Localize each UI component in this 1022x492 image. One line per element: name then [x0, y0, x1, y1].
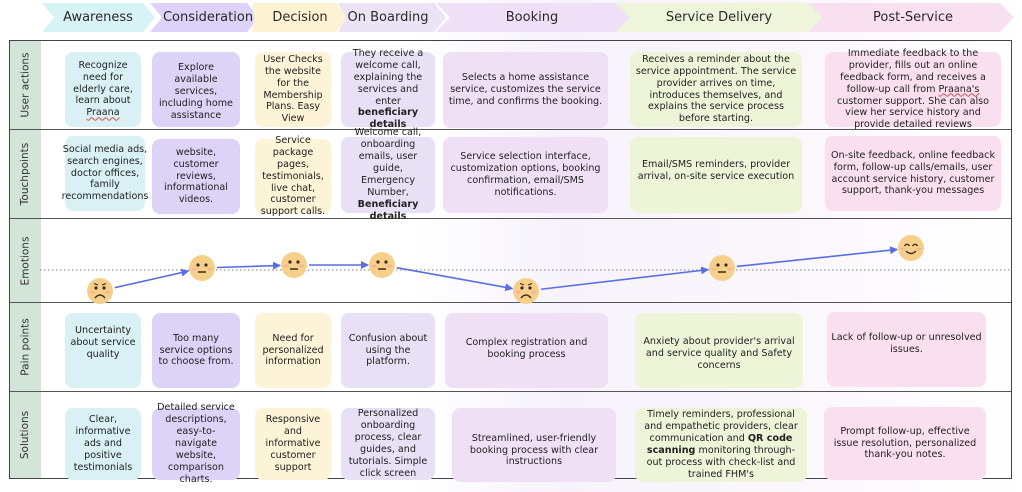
emotion-curve [40, 235, 1012, 304]
card-pain-service-delivery: Anxiety about provider's arrival and ser… [635, 313, 803, 388]
card-user-actions-booking: Selects a home assistance service, custo… [443, 52, 608, 128]
emotion-arrow [114, 268, 190, 289]
brand-name: Praana [86, 107, 120, 119]
emotion-arrow [216, 261, 282, 270]
card-pain-onboarding: Confusion about using the platform. [341, 313, 435, 388]
stage-chevron-post-service [808, 3, 1014, 32]
card-solution-post-service: Prompt follow-up, effective issue resolu… [824, 407, 986, 480]
card-text: Timely reminders, professional and empat… [644, 409, 798, 445]
card-user-actions-awareness: Recognize need for elderly care, learn a… [65, 52, 141, 127]
card-pain-booking: Complex registration and booking process [445, 313, 608, 388]
stage-header: Awareness Consideration Decision On Boar… [0, 0, 1022, 36]
row-divider [10, 391, 1011, 392]
card-solution-consideration: Detailed service descriptions, easy-to-n… [152, 402, 240, 485]
card-touchpoints-decision: Service package pages, testimonials, liv… [255, 135, 331, 217]
stage-chevrons [42, 3, 1014, 32]
card-solution-onboarding: Personalized onboarding process, clear g… [341, 408, 435, 480]
card-text: They receive a welcome call, explaining … [352, 47, 424, 107]
row-label-text: Touchpoints [19, 142, 32, 206]
stage-on-boarding: On Boarding [347, 10, 429, 25]
row-label-text: Emotions [19, 236, 32, 285]
neutral-face-icon [281, 252, 307, 278]
emotion-arrow [540, 266, 710, 291]
card-user-actions-onboarding: They receive a welcome call, explaining … [341, 48, 435, 131]
stage-chevron-consideration [150, 3, 259, 32]
card-solution-booking: Streamlined, user-friendly booking proce… [452, 408, 616, 482]
row-divider [10, 218, 1011, 219]
stage-chevron-service-delivery [616, 3, 822, 32]
row-label-emotions: Emotions [10, 219, 41, 302]
emotion-arrow [736, 246, 899, 268]
stage-decision: Decision [272, 10, 328, 25]
card-solution-service-delivery: Timely reminders, professional and empat… [635, 408, 807, 482]
card-solution-awareness: Clear, informative ads and positive test… [65, 408, 141, 480]
stage-service-delivery: Service Delivery [665, 10, 773, 25]
card-pain-decision: Need for personalized information [255, 313, 331, 388]
row-label-pain-points: Pain points [10, 303, 41, 391]
card-user-actions-post-service: Immediate feedback to the provider, fill… [825, 48, 1001, 130]
card-solution-decision: Responsive and informative customer supp… [255, 408, 331, 480]
row-divider [10, 302, 1011, 303]
card-pain-consideration: Too many service options to choose from. [152, 313, 240, 388]
card-touchpoints-service-delivery: Email/SMS reminders, provider arrival, o… [630, 137, 802, 213]
row-label-touchpoints: Touchpoints [10, 130, 41, 218]
card-text: Immediate feedback to the provider, fill… [840, 47, 986, 95]
journey-grid: User actions Touchpoints Emotions Pain p… [9, 40, 1012, 485]
stage-chevron-awareness [42, 3, 155, 32]
stage-chevron-booking [436, 3, 630, 32]
stage-consideration: Consideration [162, 10, 254, 25]
card-touchpoints-post-service: On-site feedback, online feedback form, … [825, 136, 1001, 211]
neutral-face-icon [189, 255, 215, 281]
card-text: monitoring through-out process with chec… [646, 445, 796, 480]
worried-face-icon [513, 278, 539, 304]
emotion-arrow [396, 266, 514, 292]
stage-chevron-onboarding [338, 3, 446, 32]
row-label-solutions: Solutions [10, 392, 41, 478]
card-pain-post-service: Lack of follow-up or unresolved issues. [827, 312, 986, 387]
row-label-text: Pain points [19, 318, 32, 376]
stage-awareness: Awareness [63, 10, 133, 25]
card-touchpoints-booking: Service selection interface, customizati… [443, 137, 608, 213]
brand-name: Praana's [938, 83, 980, 95]
card-bold-text: beneficiary details [357, 107, 419, 131]
card-text: Recognize need for elderly care, learn a… [73, 59, 133, 107]
stage-chevron-decision [252, 3, 348, 32]
card-bold-text: Beneficiary details [357, 198, 419, 222]
footer-text [2, 482, 302, 490]
card-pain-awareness: Uncertainty about service quality [65, 313, 141, 388]
card-user-actions-consideration: Explore available services, including ho… [152, 52, 240, 127]
card-touchpoints-awareness: Social media ads, search engines, doctor… [62, 136, 148, 211]
row-divider [10, 129, 1011, 130]
card-text: customer support. She can also view her … [837, 95, 989, 131]
neutral-face-icon [709, 255, 735, 281]
card-text: Welcome call, onboarding emails, user gu… [354, 127, 422, 198]
row-label-text: User actions [19, 52, 32, 118]
card-user-actions-decision: User Checks the website for the Membersh… [255, 52, 331, 127]
happy-face-icon [898, 235, 924, 261]
neutral-face-icon [369, 252, 395, 278]
stage-post-service: Post-Service [873, 10, 953, 25]
row-label-text: Solutions [19, 410, 32, 460]
row-label-user-actions: User actions [10, 41, 41, 129]
stage-booking: Booking [505, 10, 559, 25]
card-touchpoints-onboarding: Welcome call, onboarding emails, user gu… [341, 127, 435, 222]
worried-face-icon [87, 278, 113, 304]
card-user-actions-service-delivery: Receives a reminder about the service ap… [630, 52, 802, 127]
card-touchpoints-consideration: website, customer reviews, informational… [152, 139, 240, 214]
card-bold-text: QR code scanning [646, 433, 793, 456]
